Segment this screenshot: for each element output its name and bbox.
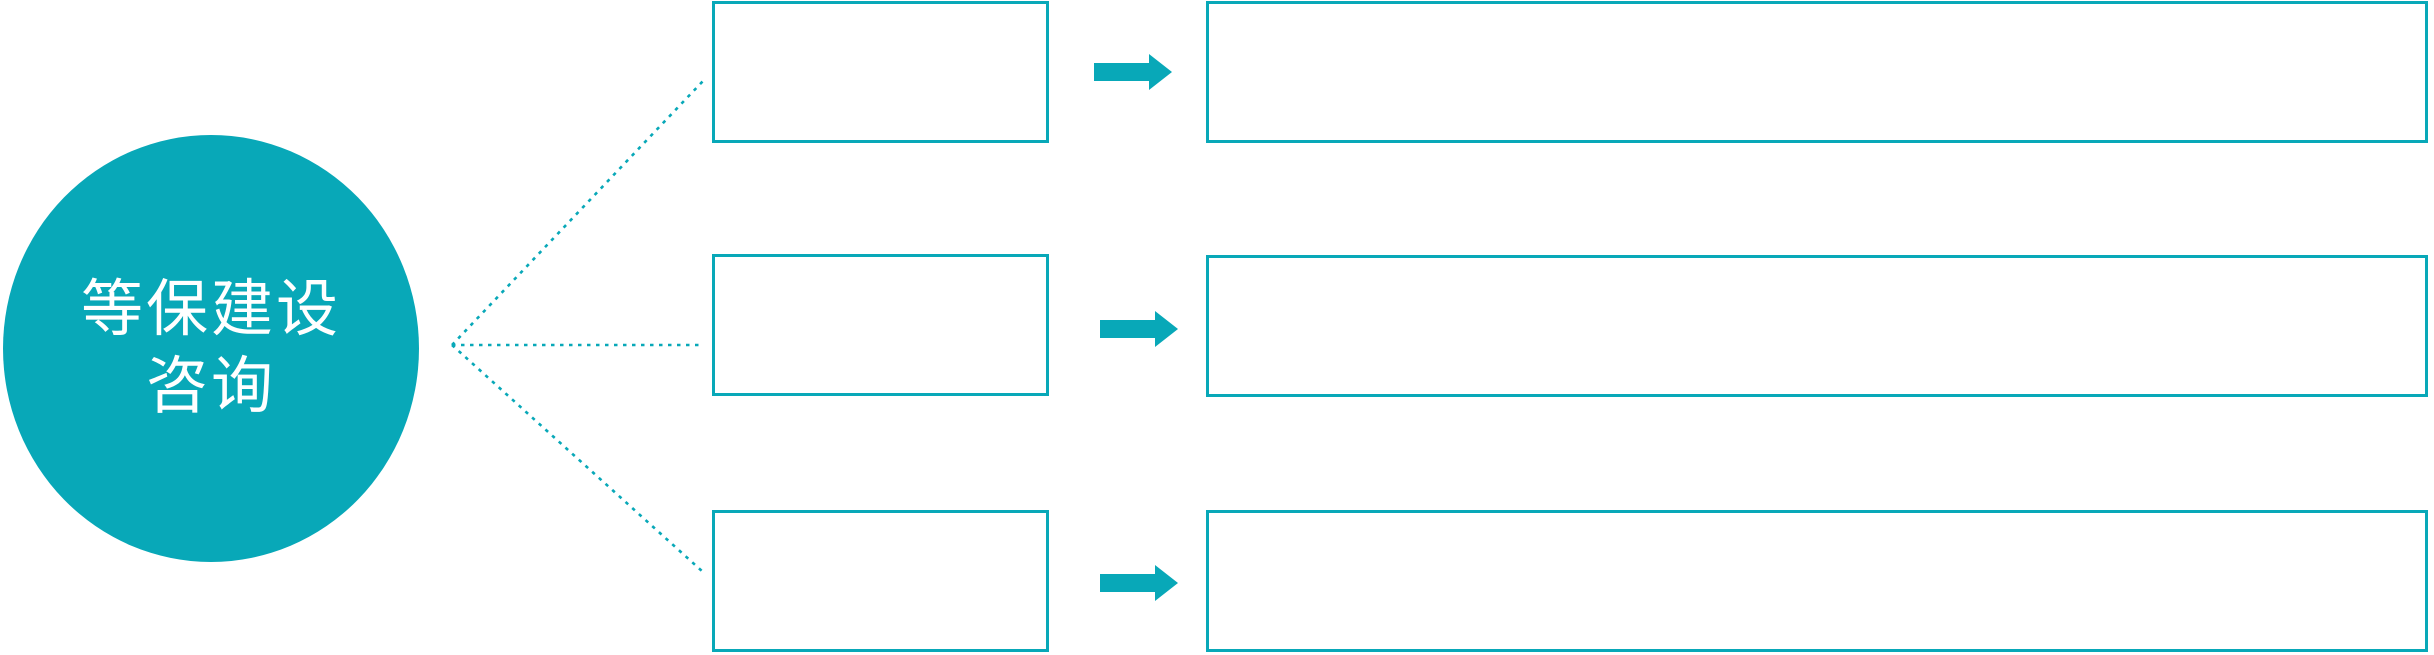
dotted-connector-bottom [451,344,704,573]
category-box-3 [712,510,1049,652]
description-box-1 [1206,1,2428,143]
arrow-right-icon [1100,311,1178,347]
category-box-1 [712,1,1049,143]
hub-label-line2: 咨询 [145,351,276,421]
hub-label-line1: 等保建设 [80,274,341,344]
dotted-connector-top [451,80,704,346]
arrow-right-icon [1094,54,1172,90]
arrow-right-icon [1100,565,1178,601]
description-box-2 [1206,255,2428,397]
description-box-3 [1206,510,2428,652]
category-box-2 [712,254,1049,396]
hub-circle: 等保建设 咨询 [3,135,419,562]
